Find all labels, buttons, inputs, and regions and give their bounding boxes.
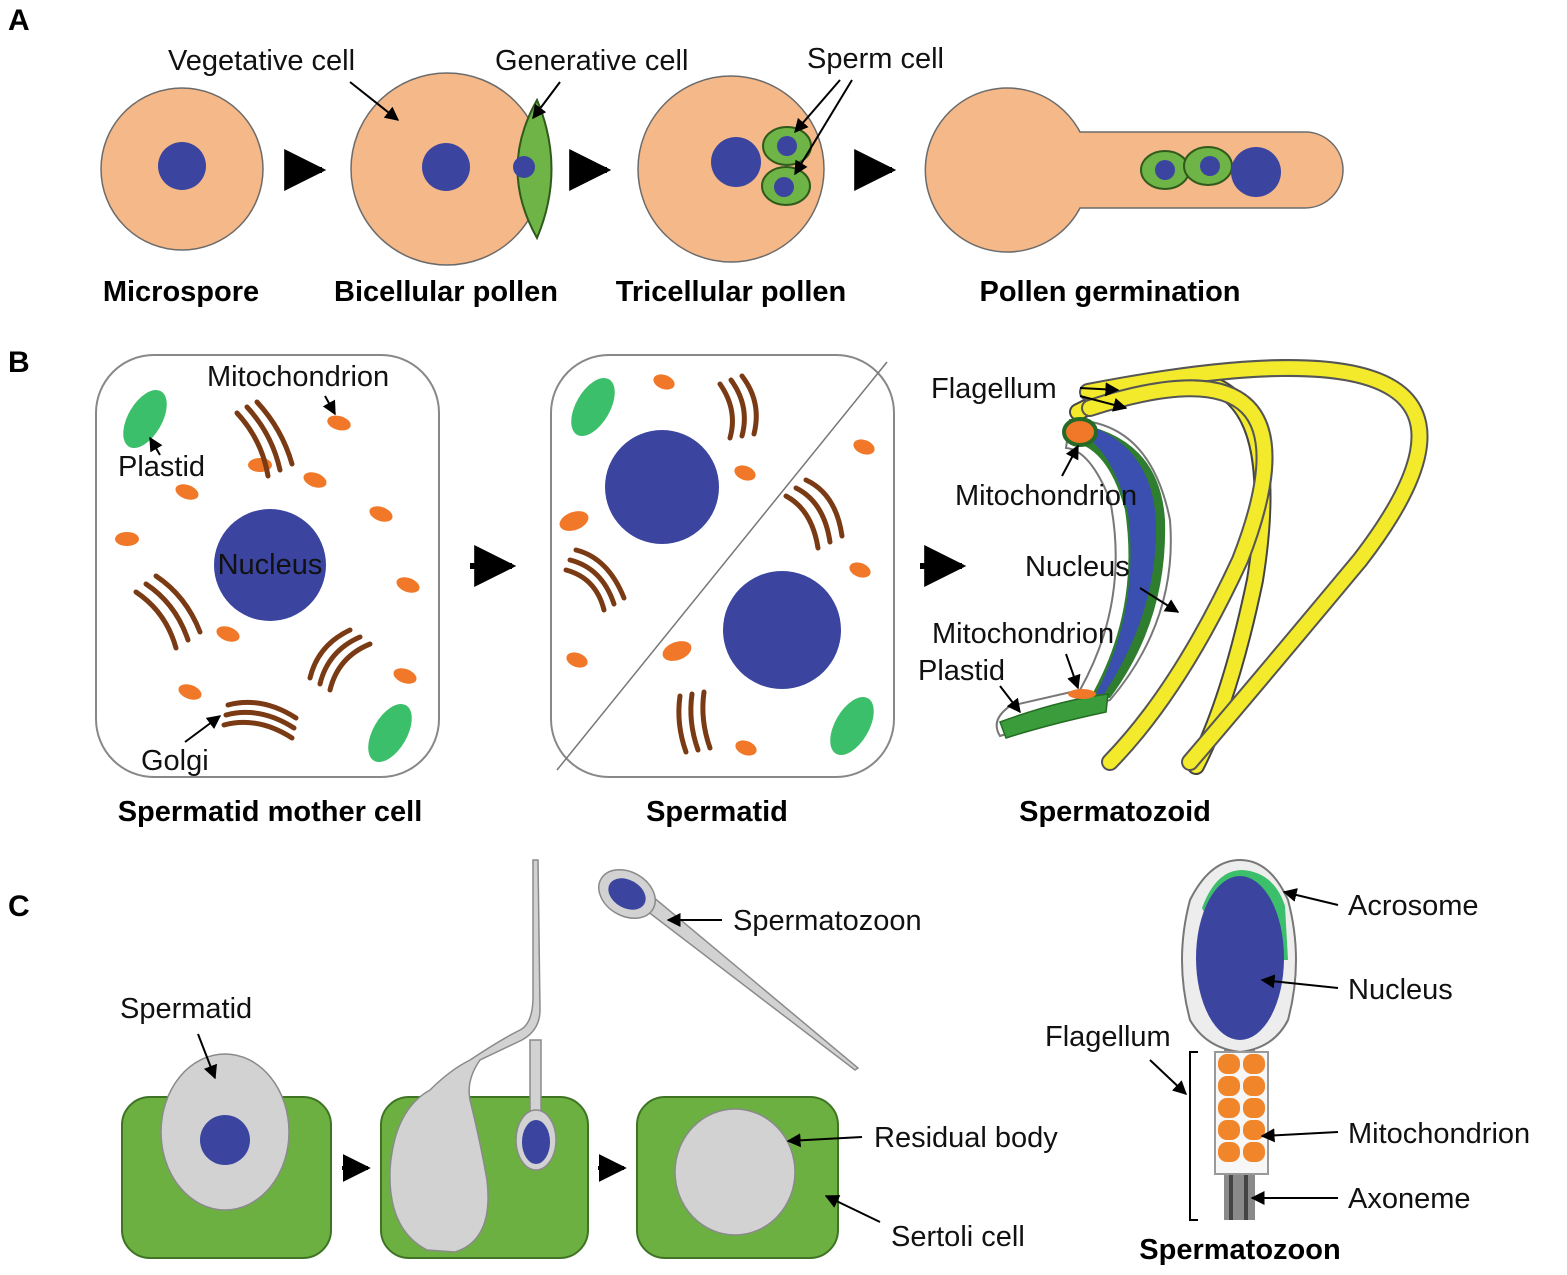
- panel-letter-b: B: [8, 346, 30, 379]
- label-acrosome: Acrosome: [1348, 890, 1479, 922]
- leader-mitochondrion-b3: [1065, 653, 1081, 690]
- leader-spermatid-c: [197, 1033, 217, 1080]
- spermatid-b: [550, 354, 895, 778]
- flagellum-bracket: [1189, 1051, 1198, 1221]
- caption-tricellular-pollen: Tricellular pollen: [616, 276, 846, 308]
- label-generative-cell: Generative cell: [495, 45, 688, 77]
- caption-spermatid-mother-cell: Spermatid mother cell: [118, 796, 423, 828]
- leader-flagellum-b2: [1079, 395, 1128, 412]
- label-axoneme: Axoneme: [1348, 1183, 1471, 1215]
- label-mitochondrion-b2: Mitochondrion: [955, 480, 1137, 512]
- leader-flagellum-c: [1149, 1059, 1188, 1095]
- released-spermatozoon: [598, 869, 860, 1071]
- caption-pollen-germination: Pollen germination: [979, 276, 1240, 308]
- pollen-germination: [924, 87, 1344, 253]
- caption-microspore: Microspore: [103, 276, 259, 308]
- leader-sertoli-cell: [824, 1195, 881, 1223]
- spermatozoid-plastid: [999, 693, 1109, 739]
- sertoli-stage-1: [121, 1053, 332, 1259]
- leader-sperm-cell-2: [794, 79, 853, 176]
- label-spermatid-c: Spermatid: [120, 993, 252, 1025]
- label-sperm-cell: Sperm cell: [807, 43, 944, 75]
- golgi-b2a: [717, 373, 759, 441]
- leader-nucleus-c: [1260, 974, 1339, 989]
- label-sertoli-cell: Sertoli cell: [891, 1221, 1025, 1253]
- spermatozoid-mito-top: [1062, 417, 1098, 447]
- leader-flagellum-b1: [1079, 382, 1120, 397]
- leader-mitochondrion-c: [1260, 1128, 1339, 1143]
- label-flagellum-c: Flagellum: [1045, 1021, 1171, 1053]
- tricellular-pollen: [637, 75, 825, 263]
- caption-spermatozoid: Spermatozoid: [1019, 796, 1211, 828]
- label-mitochondrion-b3: Mitochondrion: [932, 618, 1114, 650]
- label-flagellum-b: Flagellum: [931, 373, 1057, 405]
- leader-sperm-cell-1: [794, 79, 841, 134]
- microspore: [100, 87, 264, 251]
- label-spermatozoon-c: Spermatozoon: [733, 905, 922, 937]
- caption-spermatid: Spermatid: [646, 796, 788, 828]
- leader-mitochondrion-b2: [1061, 444, 1079, 477]
- spermatozoid-mito-bottom: [1068, 689, 1096, 699]
- caption-spermatozoon-detail: Spermatozoon: [1139, 1234, 1340, 1266]
- label-nucleus-b2: Nucleus: [1025, 551, 1130, 583]
- label-plastid-b1: Plastid: [118, 451, 205, 483]
- golgi-1: [234, 399, 295, 479]
- label-nucleus-b1: Nucleus: [218, 549, 323, 581]
- leader-golgi: [184, 715, 222, 743]
- label-mitochondrion-b1: Mitochondrion: [207, 361, 389, 393]
- midpiece-mitochondria: [1218, 1054, 1265, 1162]
- golgi-b2c: [783, 477, 845, 551]
- label-golgi: Golgi: [141, 745, 209, 777]
- spermatozoid-nucleus: [1090, 426, 1157, 694]
- spermatid-mother-cell: [95, 354, 440, 778]
- golgi-b2d: [676, 689, 713, 755]
- panel-letter-c: C: [8, 890, 30, 923]
- golgi-2: [133, 573, 203, 651]
- golgi-3: [307, 627, 373, 693]
- leader-nucleus-b2: [1139, 587, 1180, 613]
- label-residual-body: Residual body: [874, 1122, 1058, 1154]
- spermatozoon-detail: [1181, 858, 1297, 1221]
- flagellum-2: [1081, 360, 1427, 769]
- leader-mitochondrion-b1: [322, 395, 336, 416]
- leader-vegetative-cell: [349, 81, 400, 121]
- spermatozoid: [995, 358, 1429, 775]
- acrosome: [1202, 870, 1288, 960]
- sertoli-stage-3: [636, 1096, 839, 1259]
- golgi-b2b: [563, 547, 627, 613]
- detail-nucleus: [1196, 876, 1284, 1040]
- leader-acrosome: [1282, 888, 1339, 906]
- bicellular-pollen: [350, 72, 553, 266]
- label-mitochondrion-c: Mitochondrion: [1348, 1118, 1530, 1150]
- flagellum-3: [1083, 381, 1272, 769]
- leader-plastid-b1: [149, 436, 163, 456]
- label-plastid-b2: Plastid: [918, 655, 1005, 687]
- division-line: [556, 361, 888, 771]
- sertoli-stage-2: [380, 859, 589, 1259]
- label-nucleus-c: Nucleus: [1348, 974, 1453, 1006]
- leader-plastid-b2: [999, 685, 1021, 714]
- golgi-4: [221, 699, 299, 741]
- leader-generative-cell: [532, 81, 561, 120]
- label-vegetative-cell: Vegetative cell: [168, 45, 355, 77]
- leader-residual-body: [786, 1133, 863, 1148]
- caption-bicellular-pollen: Bicellular pollen: [334, 276, 558, 308]
- panel-letter-a: A: [8, 4, 30, 37]
